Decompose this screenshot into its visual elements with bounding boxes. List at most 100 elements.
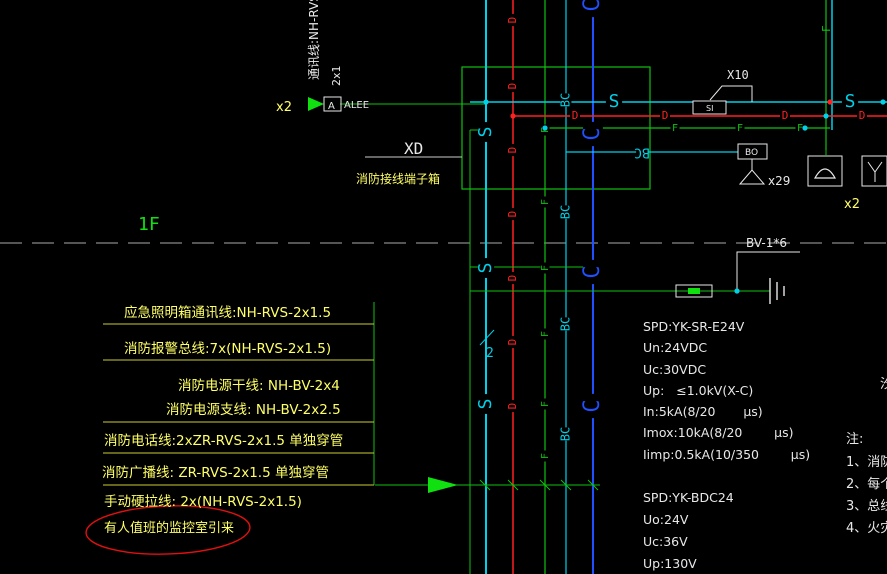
bus-f-marker-2: F bbox=[540, 199, 551, 205]
h-d-marker-3-backing bbox=[780, 109, 790, 123]
notes-title: 注: bbox=[846, 432, 864, 447]
spd-device-core bbox=[688, 288, 700, 294]
bus-s-marker-3-backing bbox=[477, 394, 495, 414]
h-s-marker-2: S bbox=[845, 91, 856, 112]
h-s-marker-1: S bbox=[609, 91, 620, 112]
bus-d-marker-2-backing bbox=[508, 79, 518, 93]
bo-multiplier: x29 bbox=[768, 174, 790, 188]
bus-f-marker-5: F bbox=[540, 401, 551, 407]
bus-ticks bbox=[479, 479, 599, 491]
bus-c-marker-1: C bbox=[580, 0, 605, 12]
bus-d-marker-1-backing bbox=[508, 13, 518, 27]
bus-f-marker-3-backing bbox=[540, 262, 550, 274]
bus-s-marker-3: S bbox=[475, 399, 496, 410]
bv-label: BV-1*6 bbox=[746, 236, 787, 250]
si-box bbox=[692, 100, 727, 115]
alee-triangle bbox=[308, 97, 324, 111]
bus-s-marker-1: S bbox=[475, 127, 496, 138]
legend-line-7: 手动硬拉线: 2x(NH-RVS-2x1.5) bbox=[104, 494, 302, 510]
bus-d-marker-7-backing bbox=[508, 399, 518, 413]
h-s-marker-1-backing bbox=[605, 92, 623, 112]
h-d-marker-1: D bbox=[572, 109, 579, 122]
si-label: SI bbox=[706, 104, 713, 113]
bus-f-marker-6-backing bbox=[540, 450, 550, 462]
bus-d-marker-2: D bbox=[506, 83, 519, 90]
spd-device bbox=[675, 284, 713, 298]
spd-spec-1: SPD:YK-SR-E24V Un:24VDC Uc:30VDC Up: ≤1.0kV… bbox=[643, 316, 810, 465]
h-bc-marker-1: BC bbox=[634, 145, 650, 160]
multiplier-right: x2 bbox=[844, 197, 860, 212]
bus-f-marker-4: F bbox=[540, 331, 551, 337]
bus-d-marker-1: D bbox=[506, 17, 519, 24]
bus-f-right-letter: F bbox=[820, 25, 833, 32]
bus-f-marker-6: F bbox=[540, 453, 551, 459]
bus-bc-marker-3: BC bbox=[559, 317, 573, 331]
legend-line-3: 消防电源干线: NH-BV-2x4 bbox=[178, 378, 340, 394]
bus-c-marker-4: C bbox=[580, 399, 605, 412]
vertical-cable-label: 通讯线:NH-RVS bbox=[307, 0, 321, 80]
spd1-line-3: Uc:30VDC bbox=[643, 361, 707, 377]
h-f-marker-2-backing bbox=[735, 122, 745, 134]
bus-c-marker-3-backing bbox=[583, 259, 603, 285]
bus-s-marker-2: S bbox=[475, 263, 496, 274]
junction-dot-4 bbox=[827, 99, 833, 105]
h-f-marker-1: F bbox=[672, 123, 678, 134]
legend-line-4: 消防电源支线: NH-BV-2x2.5 bbox=[166, 402, 341, 418]
h-f-marker-3: F bbox=[797, 123, 803, 134]
alee-box-letter: A bbox=[328, 101, 335, 112]
junction-dot-3 bbox=[542, 125, 548, 131]
telephone-glyph bbox=[813, 168, 837, 179]
slash-count: 2 bbox=[486, 346, 494, 361]
bus-bc-marker-4-backing bbox=[560, 427, 572, 441]
junction-dot-8 bbox=[880, 99, 886, 105]
junction-dot-7 bbox=[734, 288, 740, 294]
junction-dot-6 bbox=[802, 125, 808, 131]
note-line-4: 4、火灾 bbox=[846, 521, 887, 536]
legend-line-1: 应急照明箱通讯线:NH-RVS-2x1.5 bbox=[124, 305, 332, 321]
notes-cut-glyph: 汐 bbox=[880, 377, 887, 392]
spd1-line-6: Imox:10kA(8/20 μs) bbox=[643, 425, 794, 441]
annotation-text: 有人值班的监控室引来 bbox=[104, 521, 235, 536]
spd2-line-2: Uo:24V bbox=[643, 512, 689, 527]
ground-icon bbox=[769, 278, 785, 304]
bus-d-marker-4: D bbox=[506, 211, 519, 218]
bus-f-marker-2-backing bbox=[540, 196, 550, 208]
sounder-icon bbox=[738, 169, 766, 185]
h-d-marker-3: D bbox=[782, 109, 789, 122]
x10-label: X10 bbox=[727, 68, 749, 82]
spd1-line-1: SPD:YK-SR-E24V bbox=[643, 319, 745, 334]
bus-f-marker-4-backing bbox=[540, 328, 550, 340]
terminal-box-label: 消防接线端子箱 bbox=[356, 171, 440, 186]
h-d-marker-2: D bbox=[662, 109, 669, 122]
bus-s-marker-2-backing bbox=[477, 258, 495, 278]
spd1-line-4: Up: ≤1.0kV(X-C) bbox=[643, 382, 754, 398]
bus-d-marker-6-backing bbox=[508, 335, 518, 349]
bus-d-marker-5-backing bbox=[508, 271, 518, 285]
slash-mark bbox=[479, 329, 495, 346]
bus-d-marker-3: D bbox=[506, 147, 519, 154]
junction-dot-2 bbox=[510, 113, 516, 119]
h-f-marker-2: F bbox=[737, 123, 743, 134]
bus-bc-marker-1-backing bbox=[560, 93, 572, 107]
antenna-icon bbox=[861, 155, 887, 187]
bus-c-marker-2: C bbox=[580, 127, 605, 140]
spd2-line-3: Uc:36V bbox=[643, 534, 688, 549]
bus-c-marker-4-backing bbox=[583, 393, 603, 419]
spd1-line-2: Un:24VDC bbox=[643, 340, 708, 356]
note-line-2: 2、每个 bbox=[846, 477, 887, 492]
bus-markers: SSSDDDDDDDFFFFFFBCBCBCBCCCCCSSDDDDFFFBC bbox=[475, 0, 886, 462]
bus-bc-marker-4: BC bbox=[559, 427, 573, 441]
spd2-line-1: SPD:YK-BDC24 bbox=[643, 490, 734, 505]
bus-d-marker-3-backing bbox=[508, 143, 518, 157]
spd1-line-7: Iimp:0.5kA(10/350 μs) bbox=[643, 446, 811, 462]
multiplier-left: x2 bbox=[276, 100, 292, 115]
bus-d-marker-6: D bbox=[506, 339, 519, 346]
note-line-1: 1、消防 bbox=[846, 455, 887, 470]
bus-d-marker-4-backing bbox=[508, 207, 518, 221]
bo-label: BO bbox=[745, 148, 758, 158]
vertical-cable-sub: 2x1 bbox=[330, 65, 343, 86]
